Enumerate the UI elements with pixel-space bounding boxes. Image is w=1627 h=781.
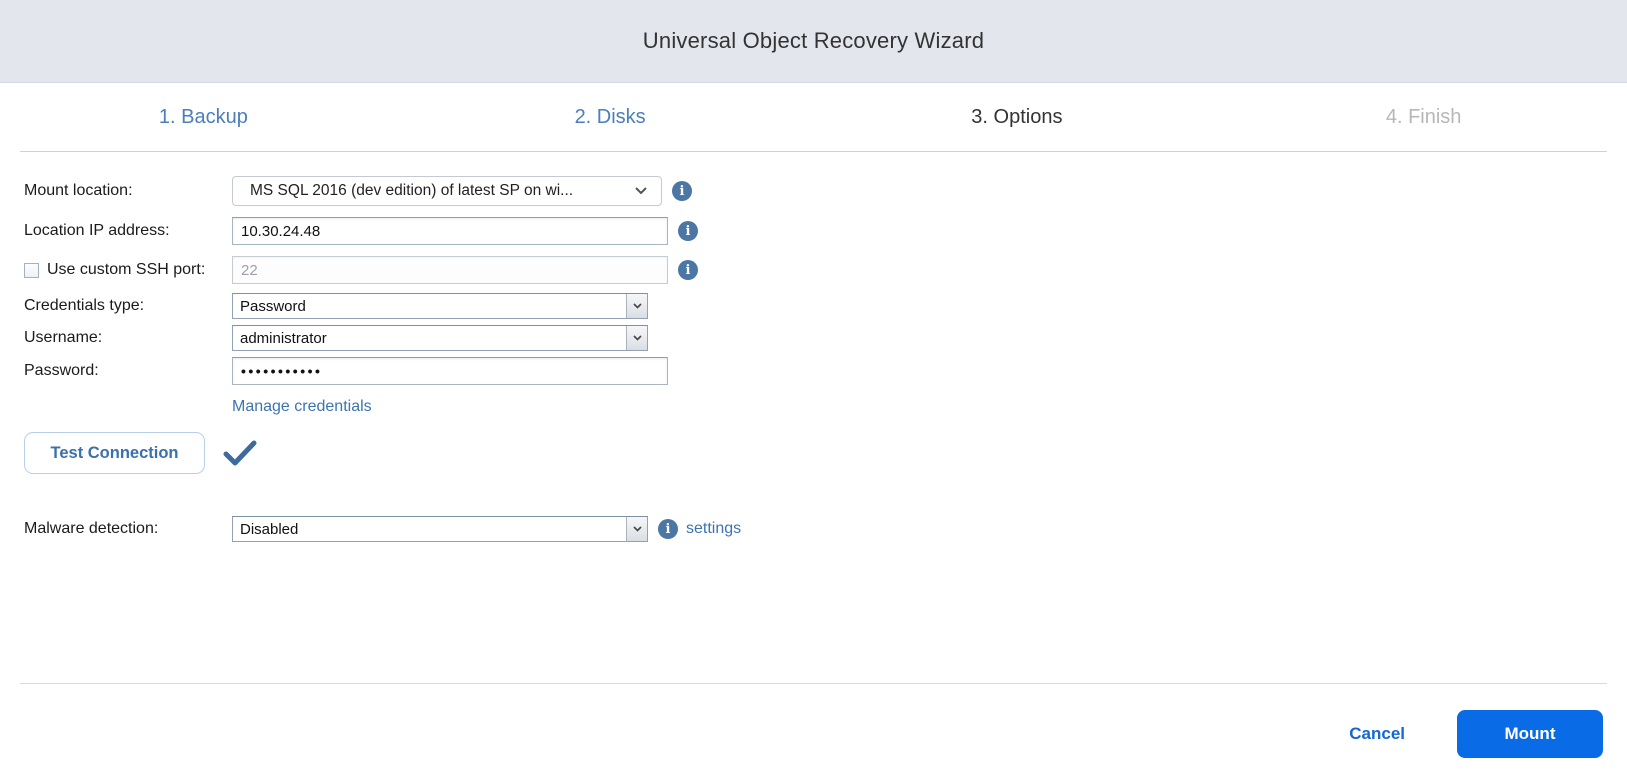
info-icon[interactable]: i bbox=[678, 260, 698, 280]
chevron-down-icon bbox=[626, 326, 647, 350]
ssh-port-row: Use custom SSH port: i bbox=[24, 256, 1627, 284]
credentials-type-label: Credentials type: bbox=[24, 297, 145, 314]
test-connection-row: Test Connection bbox=[24, 432, 1627, 474]
ssh-port-label: Use custom SSH port: bbox=[47, 261, 206, 278]
steps-divider bbox=[20, 151, 1607, 152]
chevron-down-icon bbox=[626, 294, 647, 318]
malware-detection-row: Malware detection: Disabled i settings bbox=[24, 516, 1627, 542]
mount-button[interactable]: Mount bbox=[1457, 710, 1603, 758]
credentials-type-row: Credentials type: Password bbox=[24, 293, 1627, 319]
malware-detection-value: Disabled bbox=[240, 520, 299, 538]
step-options: 3. Options bbox=[971, 105, 1063, 128]
checkmark-icon bbox=[222, 439, 258, 467]
page-title: Universal Object Recovery Wizard bbox=[642, 28, 985, 53]
mount-location-value: MS SQL 2016 (dev edition) of latest SP o… bbox=[250, 182, 574, 199]
info-icon[interactable]: i bbox=[658, 519, 678, 539]
malware-settings-link[interactable]: settings bbox=[686, 520, 742, 537]
cancel-button[interactable]: Cancel bbox=[1349, 724, 1405, 743]
username-label: Username: bbox=[24, 329, 103, 346]
info-icon[interactable]: i bbox=[672, 181, 692, 201]
step-backup[interactable]: 1. Backup bbox=[158, 105, 248, 128]
password-row: Password: bbox=[24, 357, 1627, 385]
test-connection-button[interactable]: Test Connection bbox=[24, 432, 205, 474]
password-input[interactable] bbox=[232, 357, 668, 385]
location-ip-input[interactable] bbox=[232, 217, 668, 245]
chevron-down-icon bbox=[626, 517, 647, 541]
chevron-down-icon bbox=[635, 187, 647, 195]
credentials-type-select[interactable]: Password bbox=[232, 293, 648, 319]
wizard-steps: 1. Backup 2. Disks 3. Options 4. Finish bbox=[0, 83, 1627, 151]
ssh-port-checkbox-group: Use custom SSH port: bbox=[24, 261, 232, 279]
footer-actions: Cancel Mount bbox=[1349, 710, 1603, 758]
options-form: Mount location: MS SQL 2016 (dev edition… bbox=[0, 152, 1627, 542]
footer-divider bbox=[20, 683, 1607, 684]
step-finish: 4. Finish bbox=[1385, 105, 1462, 128]
mount-location-dropdown[interactable]: MS SQL 2016 (dev edition) of latest SP o… bbox=[232, 176, 662, 206]
manage-credentials-link[interactable]: Manage credentials bbox=[232, 398, 372, 415]
username-select[interactable]: administrator bbox=[232, 325, 648, 351]
credentials-type-value: Password bbox=[240, 297, 306, 315]
malware-detection-label: Malware detection: bbox=[24, 520, 159, 537]
ssh-port-input bbox=[232, 256, 668, 284]
info-icon[interactable]: i bbox=[678, 221, 698, 241]
username-row: Username: administrator bbox=[24, 325, 1627, 351]
location-ip-row: Location IP address: i bbox=[24, 217, 1627, 245]
wizard-titlebar: Universal Object Recovery Wizard bbox=[0, 0, 1627, 83]
wizard-footer: Cancel Mount bbox=[0, 683, 1627, 781]
password-label: Password: bbox=[24, 362, 99, 379]
mount-location-label: Mount location: bbox=[24, 182, 133, 199]
username-value: administrator bbox=[240, 329, 327, 347]
location-ip-label: Location IP address: bbox=[24, 222, 170, 239]
manage-credentials-row: Manage credentials bbox=[232, 398, 1627, 416]
malware-detection-select[interactable]: Disabled bbox=[232, 516, 648, 542]
step-disks[interactable]: 2. Disks bbox=[574, 105, 646, 128]
mount-location-row: Mount location: MS SQL 2016 (dev edition… bbox=[24, 176, 1627, 206]
ssh-port-checkbox[interactable] bbox=[24, 262, 39, 278]
